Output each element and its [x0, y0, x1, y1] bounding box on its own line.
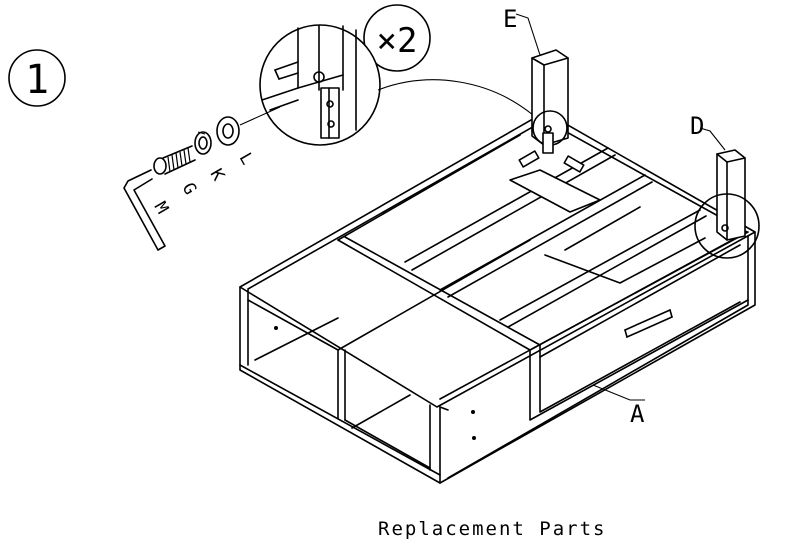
label-k: K — [206, 166, 229, 186]
detail-magnifier — [259, 24, 381, 146]
bed-frame — [239, 111, 756, 484]
screw-g — [153, 145, 196, 175]
post-d — [694, 149, 760, 259]
label-e: E — [503, 5, 517, 33]
drawer-handle — [624, 309, 673, 338]
label-g: G — [178, 180, 200, 199]
post-e — [531, 49, 569, 154]
allen-key-m — [123, 169, 166, 251]
quantity-badge: ×2 — [363, 4, 431, 72]
label-l: L — [235, 150, 257, 169]
step-badge: 1 — [8, 49, 66, 107]
step-number: 1 — [25, 57, 49, 103]
washer-k — [194, 131, 212, 155]
leader-line — [377, 79, 534, 116]
quantity-label: ×2 — [377, 21, 418, 61]
label-d: D — [690, 112, 704, 140]
washer-l — [216, 116, 240, 146]
label-m: M — [150, 199, 172, 218]
label-a: A — [630, 400, 645, 428]
caption: Replacement Parts — [378, 518, 607, 540]
